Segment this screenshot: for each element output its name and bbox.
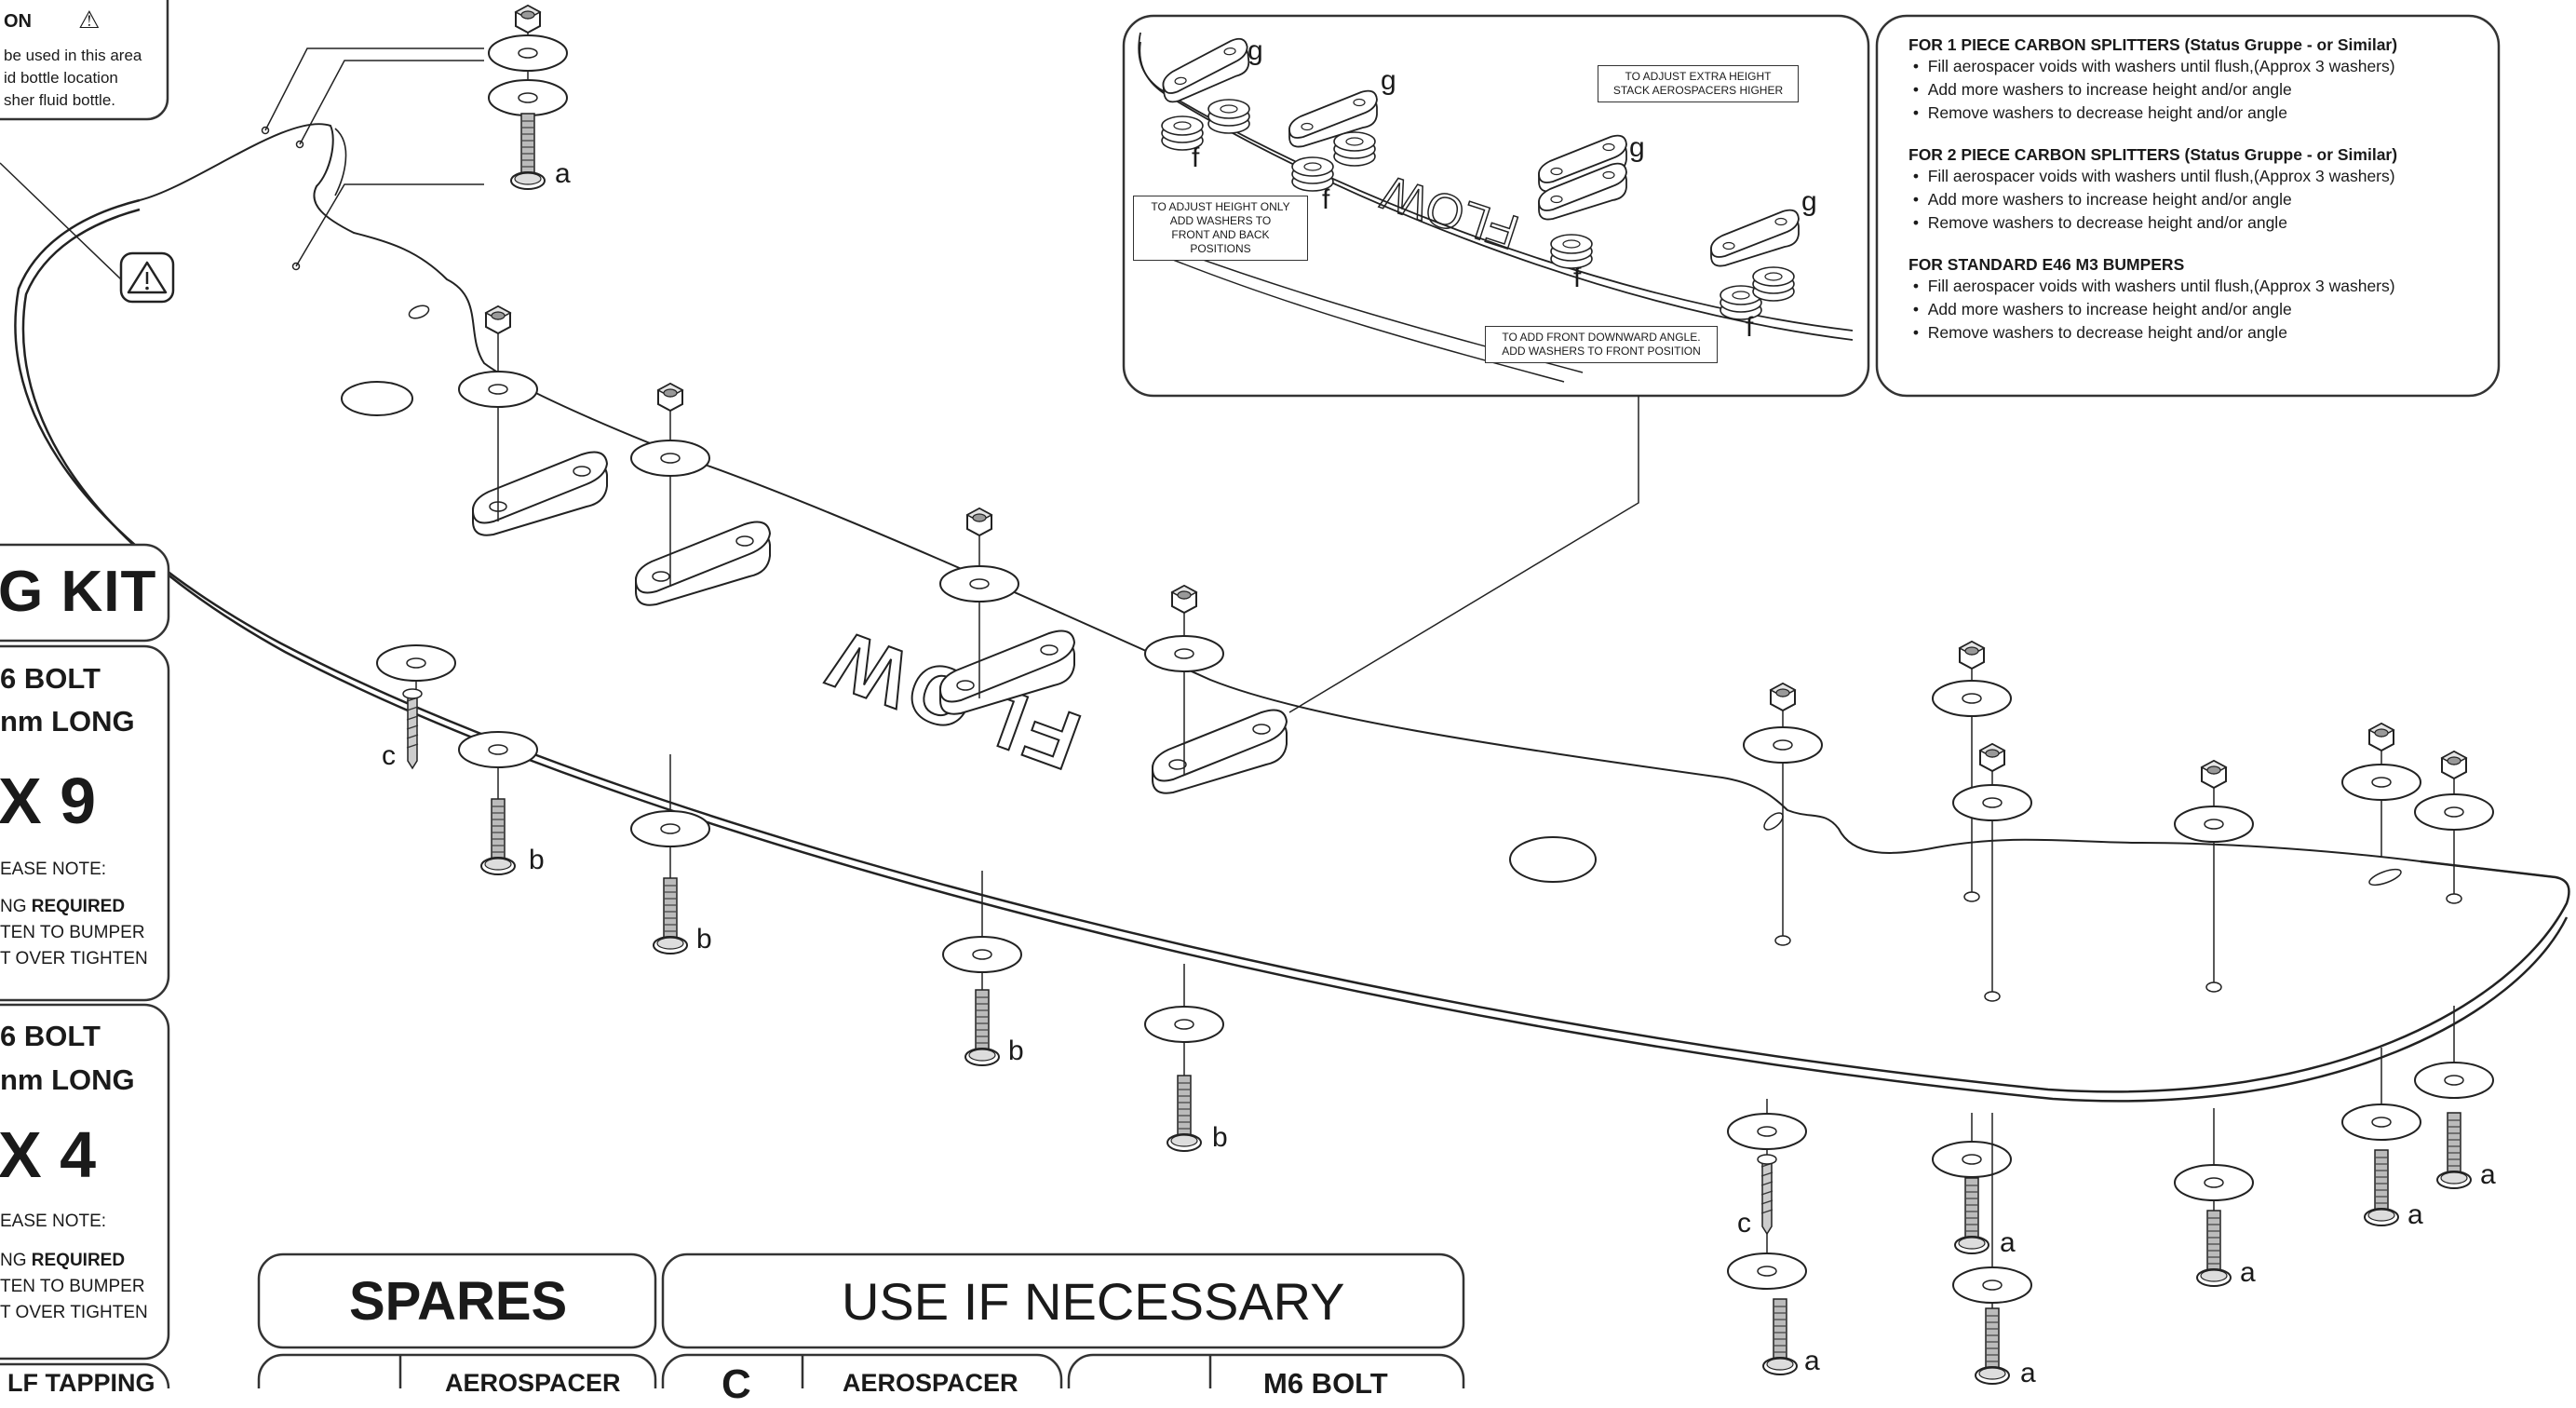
bolt1-note-line2: TEN TO BUMPER [0, 923, 145, 942]
section-3-item: • Add more washers to increase height an… [1908, 300, 2292, 318]
bolt2-note-head: EASE NOTE: [0, 1212, 107, 1231]
caution-line-3: sher fluid bottle. [4, 91, 116, 109]
spare-cell-2-letter: C [722, 1361, 751, 1407]
section-2-item: • Add more washers to increase height an… [1908, 190, 2292, 209]
caution-title: ON [4, 11, 32, 32]
inset-label-g: g [1629, 132, 1645, 163]
detail-inset: FLOW [1122, 14, 1870, 713]
inset-label-g: g [1381, 65, 1396, 96]
use-if-necessary-label: USE IF NECESSARY [842, 1272, 1345, 1331]
bolt1-note-head: EASE NOTE: [0, 860, 107, 879]
instructions-panel-frame [1875, 14, 2501, 398]
part-label-b: b [696, 924, 712, 954]
part-label-b: b [1008, 1036, 1024, 1066]
part-label-b: b [529, 845, 545, 875]
bolt1-note-line1: NG REQUIRED [0, 897, 126, 916]
bolt1-quantity: X 9 [0, 765, 97, 837]
part-label-c: c [1737, 1208, 1751, 1239]
inset-label-g: g [1248, 35, 1263, 66]
spare-cell-3-label: M6 BOLT [1263, 1367, 1388, 1400]
part-label-a: a [2407, 1199, 2423, 1230]
callout-downward-angle: TO ADD FRONT DOWNWARD ANGLE. ADD WASHERS… [1485, 326, 1718, 363]
part-label-a: a [2000, 1227, 2016, 1258]
part-label-a: a [2020, 1358, 2036, 1388]
bolt2-note-line1: NG REQUIRED [0, 1251, 126, 1270]
inset-label-g: g [1801, 186, 1817, 217]
fasteners-right [1727, 641, 2494, 1385]
spare-cell-2-label: AEROSPACER [843, 1369, 1018, 1397]
part-label-c: c [382, 740, 396, 771]
section-3-heading: FOR STANDARD E46 M3 BUMPERS [1908, 255, 2185, 274]
part-label-a: a [1804, 1346, 1820, 1376]
self-tapping-label: LF TAPPING [7, 1369, 155, 1397]
caution-line-1: be used in this area [4, 47, 142, 64]
section-3-item: • Fill aerospacer voids with washers unt… [1908, 277, 2395, 295]
bolt2-quantity: X 4 [0, 1118, 97, 1191]
part-label-b: b [1212, 1122, 1228, 1153]
section-1-item: • Add more washers to increase height an… [1908, 80, 2292, 99]
kit-title: G KIT [0, 560, 157, 624]
aerospacers [472, 451, 1288, 794]
bolt1-spec-line1: 6 BOLT [0, 662, 101, 695]
warning-small-icon: ⚠ [78, 6, 101, 34]
section-1-heading: FOR 1 PIECE CARBON SPLITTERS (Status Gru… [1908, 35, 2398, 54]
bolt2-spec-line1: 6 BOLT [0, 1020, 101, 1052]
callout-height-only: TO ADJUST HEIGHT ONLY ADD WASHERS TO FRO… [1133, 196, 1308, 261]
spares-frames [257, 1252, 1465, 1388]
spare-cell-1-label: AEROSPACER [445, 1369, 621, 1397]
part-label-a: a [2240, 1257, 2256, 1288]
callout-extra-height: TO ADJUST EXTRA HEIGHT STACK AEROSPACERS… [1598, 65, 1799, 102]
inset-label-f: f [1746, 312, 1754, 343]
bolt1-note-line3: T OVER TIGHTEN [0, 949, 148, 968]
section-1-item: • Fill aerospacer voids with washers unt… [1908, 57, 2395, 75]
part-label-a: a [2480, 1159, 2496, 1190]
section-2-item: • Fill aerospacer voids with washers unt… [1908, 167, 2395, 185]
section-2-item: • Remove washers to decrease height and/… [1908, 213, 2287, 232]
inset-label-f: f [1573, 263, 1582, 293]
bolt2-spec-line2: nm LONG [0, 1063, 135, 1096]
bolt1-spec-line2: nm LONG [0, 705, 135, 738]
section-2-heading: FOR 2 PIECE CARBON SPLITTERS (Status Gru… [1908, 145, 2398, 164]
instructions-panel: FOR 1 PIECE CARBON SPLITTERS (Status Gru… [1908, 35, 2486, 345]
warning-triangle-icon [119, 251, 175, 304]
caution-line-2: id bottle location [4, 69, 118, 87]
spares-title: SPARES [349, 1271, 568, 1332]
part-label-a: a [555, 158, 571, 189]
kit-panel-frames [0, 0, 170, 1388]
inset-label-f: f [1322, 184, 1330, 215]
section-3-item: • Remove washers to decrease height and/… [1908, 323, 2287, 342]
caution-leaders [0, 47, 484, 280]
fasteners-left-bottom [376, 644, 1224, 1152]
bolt2-note-line2: TEN TO BUMPER [0, 1277, 145, 1296]
section-1-item: • Remove washers to decrease height and/… [1908, 103, 2287, 122]
fasteners-top [458, 5, 1224, 775]
inset-label-f: f [1192, 142, 1200, 173]
bolt2-note-line3: T OVER TIGHTEN [0, 1303, 148, 1322]
